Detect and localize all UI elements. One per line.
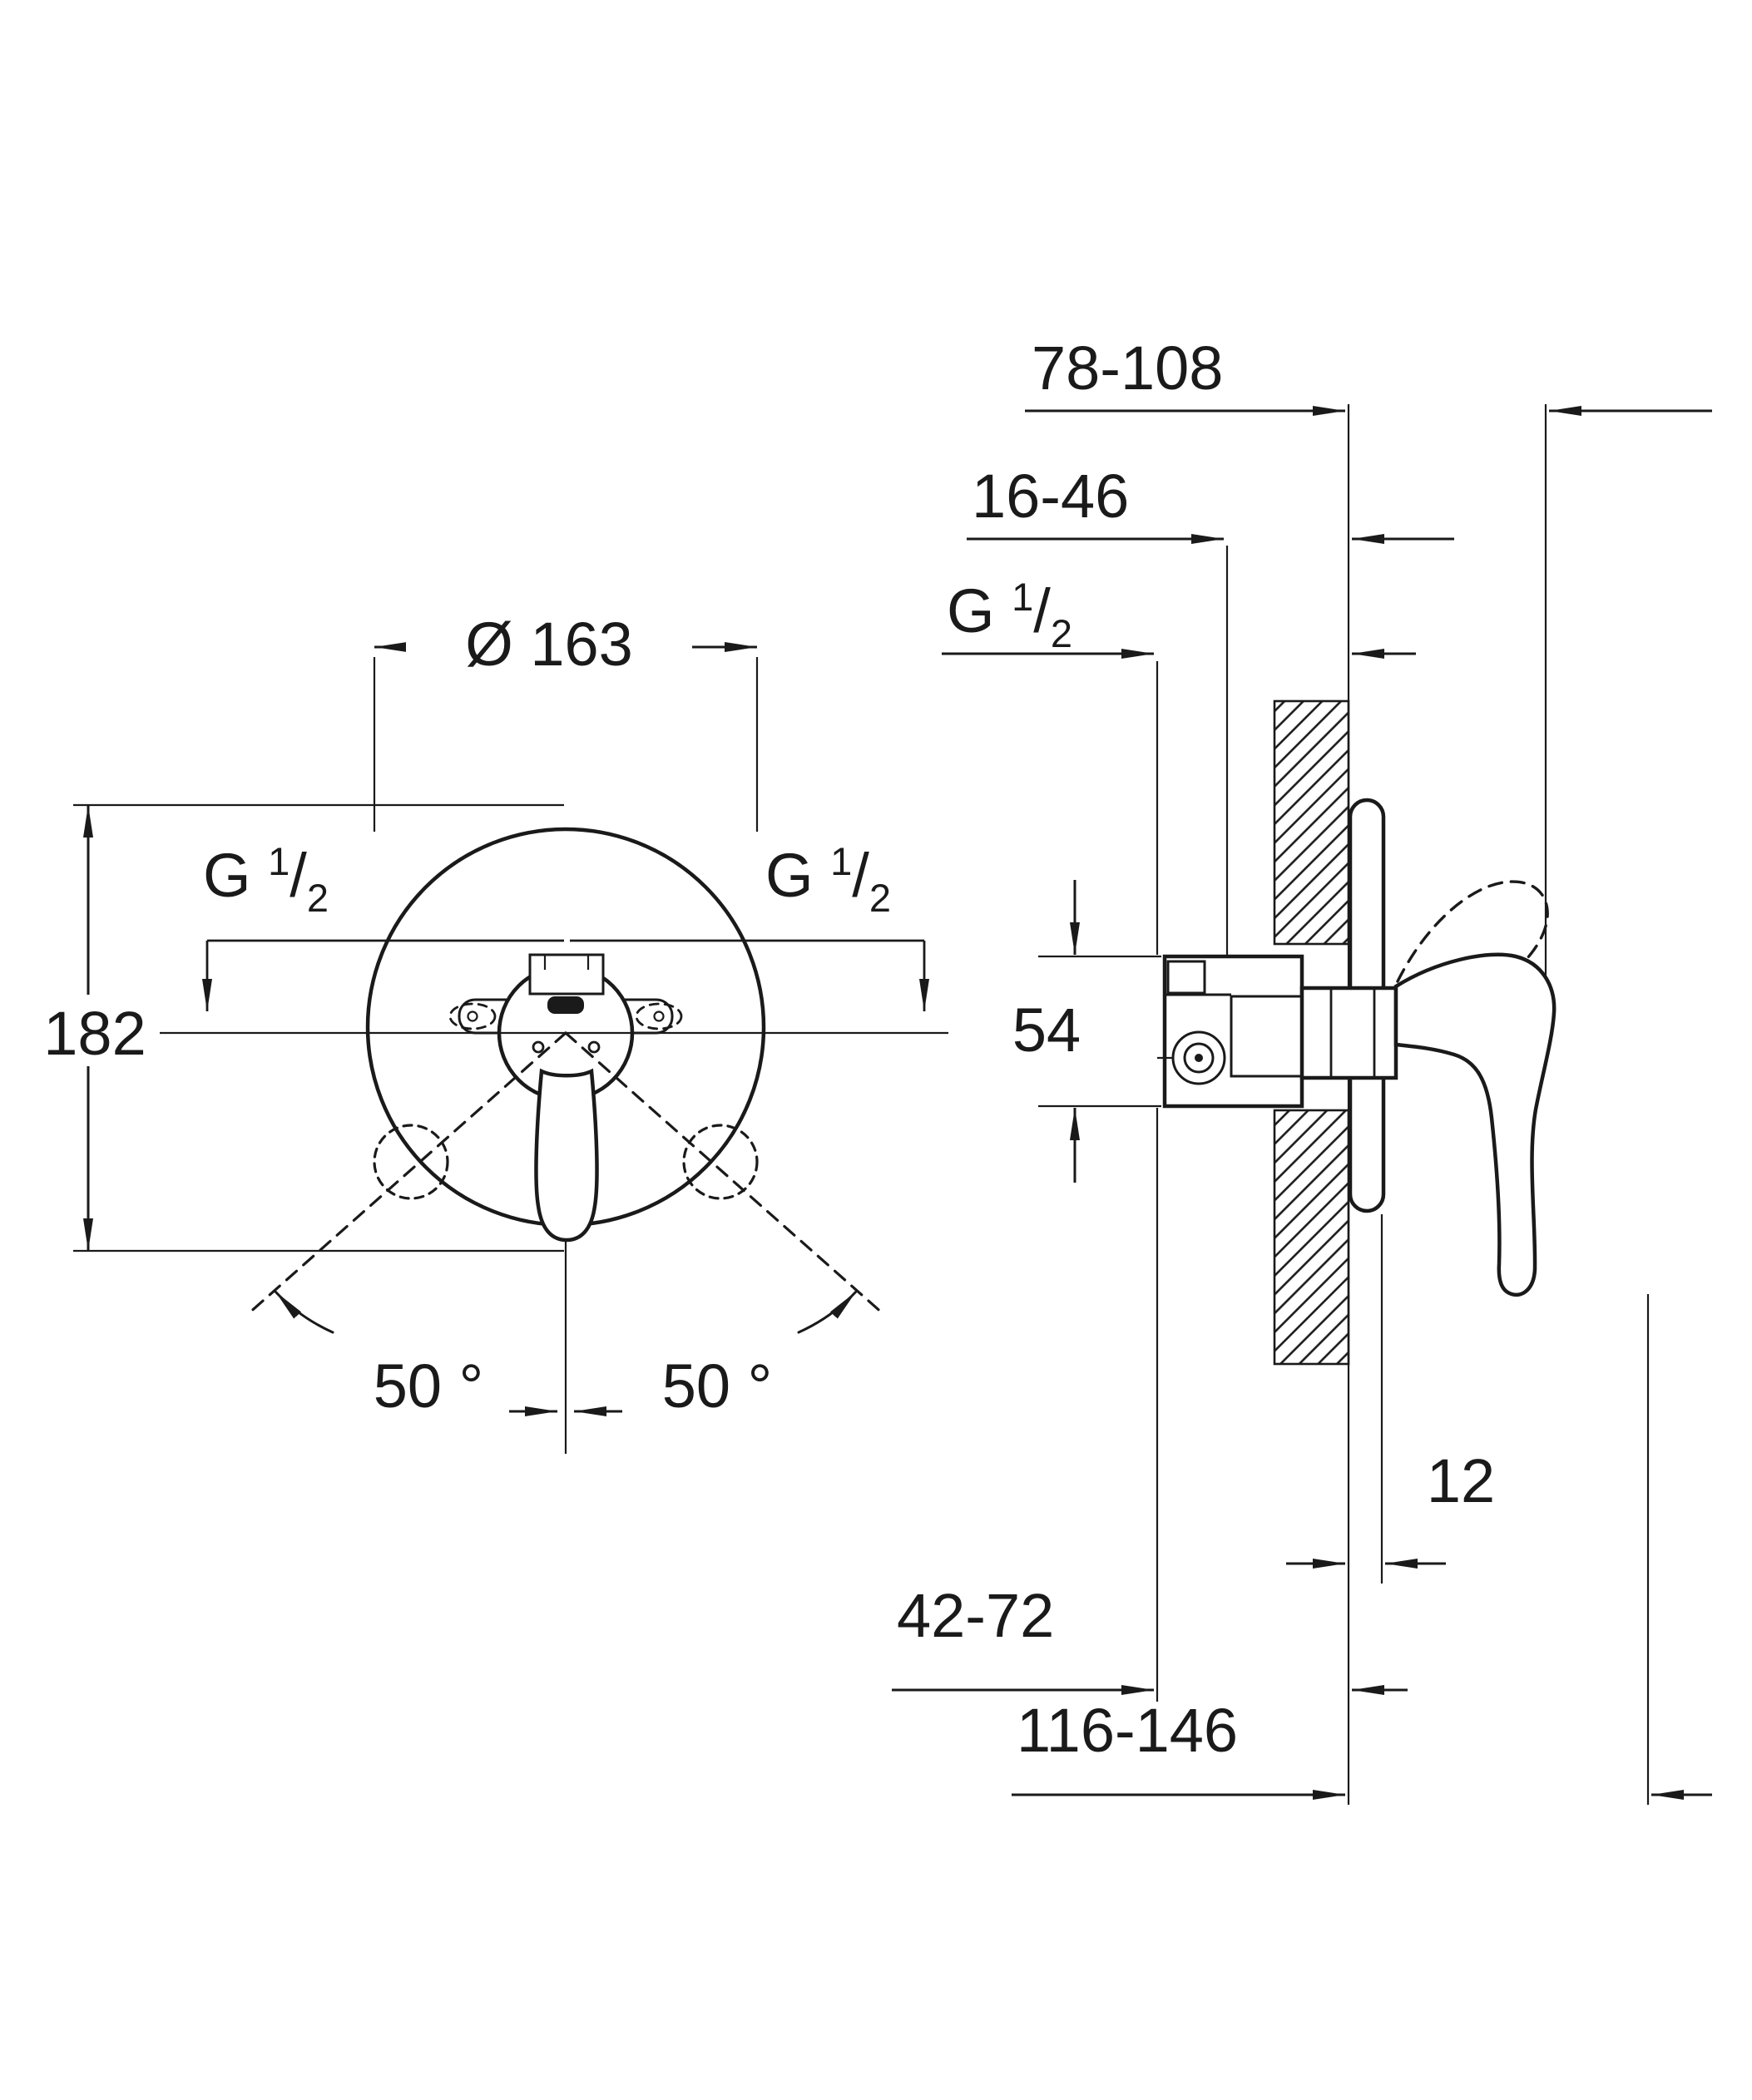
rosette-dot-left bbox=[532, 1040, 545, 1054]
flange-boss-left bbox=[448, 1002, 497, 1030]
plate-thickness-label: 12 bbox=[1427, 1446, 1495, 1515]
angle-arc-right bbox=[797, 1290, 858, 1334]
wall-hatch-lower bbox=[1273, 1109, 1350, 1366]
dimension-diameter: Ø 163 bbox=[373, 604, 759, 832]
dimension-body-height: 54 bbox=[1012, 880, 1161, 1183]
dimension-plate-thickness: 12 bbox=[1286, 1446, 1495, 1569]
thread-right-text: G 1/2 bbox=[765, 839, 891, 920]
valve-body bbox=[1157, 954, 1304, 1109]
flange-screw-right bbox=[653, 1010, 665, 1022]
thread-left-text: G 1/2 bbox=[203, 839, 329, 920]
supply-elbow-inner bbox=[1183, 1042, 1215, 1074]
union-detail bbox=[1166, 960, 1206, 995]
swing-axis-right bbox=[564, 1031, 885, 1316]
dimension-diameter-label: Ø 163 bbox=[465, 610, 633, 679]
body-height-label: 54 bbox=[1012, 996, 1081, 1065]
dimension-wall-distance: 78-108 bbox=[1025, 334, 1712, 416]
lever-pin bbox=[547, 996, 584, 1014]
cartridge-neck-outline bbox=[1299, 986, 1398, 1080]
wall-hatch-upper bbox=[1273, 699, 1350, 946]
flange-screw-left bbox=[467, 1010, 478, 1022]
angle-annotation: 50 ° 50 ° bbox=[274, 1290, 858, 1421]
dimension-valve-depth: 42-72 bbox=[892, 1581, 1408, 1695]
angle-arc-left bbox=[274, 1290, 334, 1334]
cartridge-neck bbox=[1299, 986, 1398, 1080]
handle-position-left bbox=[373, 1124, 449, 1200]
lever-handle-side bbox=[1393, 952, 1557, 1297]
flange-boss-right bbox=[635, 1002, 683, 1030]
front-view: Ø 163 182 G 1/2 G 1/2 50 ° bbox=[30, 604, 948, 1454]
dimension-text-mask bbox=[30, 995, 160, 1066]
cartridge-top-detail bbox=[528, 953, 605, 996]
thread-side-text: G 1/2 bbox=[947, 575, 1072, 655]
thread-label-left: G 1/2 bbox=[202, 839, 564, 1011]
supply-elbow-center bbox=[1195, 1054, 1203, 1062]
lever-handle-front bbox=[534, 1068, 599, 1243]
valve-depth-label: 42-72 bbox=[897, 1581, 1054, 1650]
overall-depth-label: 116-146 bbox=[1017, 1696, 1238, 1765]
dimension-text-mask bbox=[406, 604, 692, 674]
rosette-dot-right bbox=[587, 1040, 601, 1054]
handle-position-right bbox=[682, 1124, 759, 1200]
dimension-height: 182 bbox=[30, 803, 564, 1253]
thread-label-right: G 1/2 bbox=[570, 839, 929, 1011]
swing-axis-left bbox=[246, 1031, 567, 1316]
side-view: 78-108 16-46 G 1/2 54 12 bbox=[892, 334, 1712, 1805]
cartridge-bore bbox=[1230, 995, 1304, 1078]
dimension-overall-depth: 116-146 bbox=[1012, 1696, 1712, 1800]
dimension-height-label: 182 bbox=[43, 999, 146, 1068]
angle-right-label: 50 ° bbox=[662, 1351, 772, 1421]
wall-distance-label: 78-108 bbox=[1032, 334, 1223, 403]
thread-label-side: G 1/2 bbox=[942, 575, 1416, 659]
recess-depth-label: 16-46 bbox=[972, 462, 1129, 531]
angle-left-label: 50 ° bbox=[374, 1351, 483, 1421]
dimension-recess-depth: 16-46 bbox=[967, 462, 1454, 544]
